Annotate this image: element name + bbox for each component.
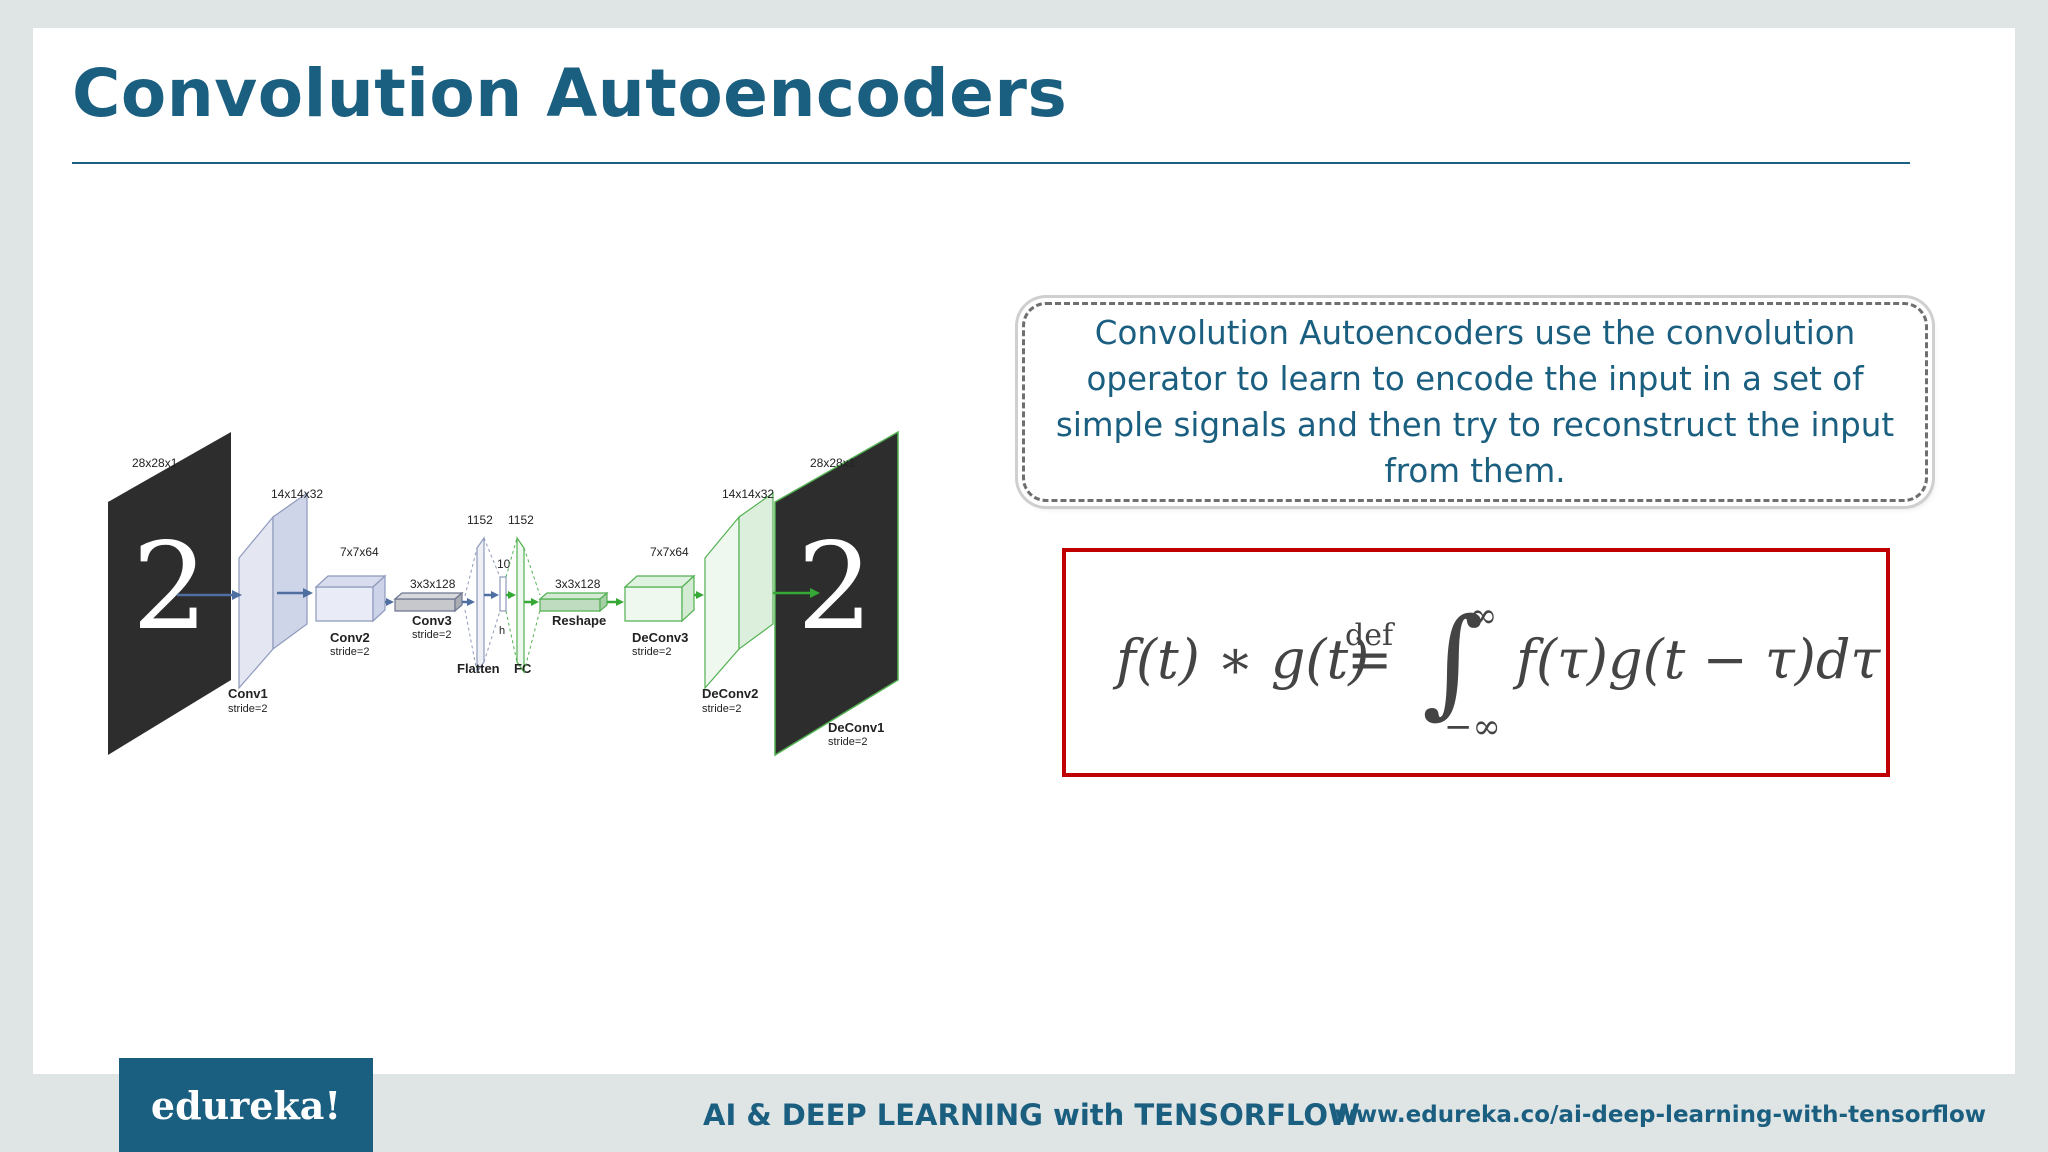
deconv1-name: DeConv1 — [828, 720, 884, 735]
title-divider — [72, 162, 1910, 164]
formula-upper-limit: ∞ — [1469, 596, 1497, 636]
formula-lower-limit: −∞ — [1444, 707, 1501, 747]
conv1-side — [272, 491, 308, 651]
reshape-block — [539, 598, 601, 612]
conv3-dim-label: 3x3x128 — [410, 577, 456, 591]
deconv3-side — [681, 574, 695, 623]
input-image — [108, 432, 231, 755]
reshape-dim-label: 3x3x128 — [555, 577, 601, 591]
input-digit: 2 — [132, 518, 208, 657]
output-digit: 2 — [797, 518, 873, 657]
formula-equals: = — [1347, 628, 1392, 691]
dense-connectors-green — [505, 537, 541, 673]
deconv1-stride: stride=2 — [828, 736, 867, 748]
flatten-dim-label: 1152 — [467, 513, 493, 527]
deconv3-block — [624, 586, 683, 622]
conv3-name: Conv3 — [412, 613, 452, 628]
edureka-logo: edureka! — [119, 1058, 373, 1152]
reshape-top — [538, 592, 609, 600]
output-image — [774, 430, 899, 757]
convolution-formula-box: f(t) ∗ g(t) def = ∫ ∞ −∞ f(τ)g(t − τ)dτ — [1062, 548, 1890, 777]
bottleneck-label: h — [499, 625, 505, 637]
conv1-stride: stride=2 — [228, 703, 267, 715]
conv2-dim-label: 7x7x64 — [340, 545, 379, 559]
conv3-side — [454, 591, 463, 613]
formula-def: def — [1345, 618, 1395, 653]
conv2-name: Conv2 — [330, 630, 370, 645]
formula-lhs: f(t) ∗ g(t) — [1112, 628, 1369, 691]
slide-title: Convolution Autoencoders — [72, 55, 1068, 132]
output-dim-label: 28x28x1 — [810, 456, 856, 470]
bottleneck-dim-label: 10 — [497, 557, 511, 571]
conv2-block — [315, 586, 374, 622]
deconv2-stride: stride=2 — [702, 703, 741, 715]
conv1-block — [238, 515, 274, 690]
deconv3-name: DeConv3 — [632, 630, 688, 645]
deconv2-block — [704, 515, 740, 690]
conv2-stride: stride=2 — [330, 646, 369, 658]
reshape-side — [599, 591, 608, 613]
deconv2-side — [738, 491, 774, 651]
conv3-top — [393, 592, 464, 600]
conv3-block — [394, 598, 456, 612]
input-dim-label: 28x28x1 — [132, 456, 178, 470]
conv1-name: Conv1 — [228, 686, 268, 701]
description-callout: Convolution Autoencoders use the convolu… — [1022, 302, 1928, 502]
deconv2-name: DeConv2 — [702, 686, 758, 701]
fc-block — [516, 536, 525, 674]
conv1-dim-label: 14x14x32 — [271, 487, 323, 501]
flatten-name: Flatten — [457, 661, 500, 676]
conv2-side — [372, 574, 386, 623]
conv3-stride: stride=2 — [412, 629, 451, 641]
deconv3-stride: stride=2 — [632, 646, 671, 658]
dense-connectors — [464, 537, 501, 673]
reshape-name: Reshape — [552, 613, 606, 628]
formula-integral: ∫ — [1422, 592, 1483, 730]
logo-text: edureka! — [150, 1082, 342, 1128]
description-text: Convolution Autoencoders use the convolu… — [1055, 314, 1895, 490]
deconv3-dim-label: 7x7x64 — [650, 545, 689, 559]
course-title: AI & DEEP LEARNING with TENSORFLOW — [703, 1098, 1361, 1132]
deconv2-dim-label: 14x14x32 — [722, 487, 774, 501]
flatten-block — [476, 536, 485, 674]
fc-name: FC — [514, 661, 532, 676]
fc-dim-label: 1152 — [508, 513, 534, 527]
course-url: www.edureka.co/ai-deep-learning-with-ten… — [1334, 1102, 1986, 1128]
autoencoder-diagram: 2 28x28x1 14x14x32 Conv1 stride=2 7x7x64… — [72, 400, 1012, 780]
encoder-arrows — [177, 588, 499, 606]
bottleneck-block — [499, 576, 507, 612]
decoder-arrows — [506, 588, 820, 606]
formula-rhs: f(τ)g(t − τ)dτ — [1512, 628, 1881, 691]
